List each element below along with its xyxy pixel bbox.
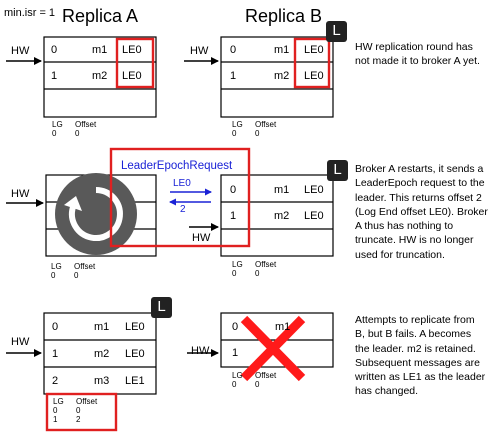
leader-icon: L: [157, 298, 166, 315]
log-epoch: LE0: [304, 184, 324, 196]
log-message: m2: [274, 210, 290, 222]
log-offset: 0: [51, 44, 58, 56]
step2-replica-b-log: [220, 174, 334, 257]
leader-badge-step3-a: L: [151, 297, 172, 318]
hw-label: HW: [190, 45, 209, 57]
step3-a-lg-highlight: [45, 392, 118, 432]
log-offset: 1: [230, 70, 237, 82]
response-offset-value: 2: [180, 204, 186, 215]
step2-description: Broker A restarts, it sends a LeaderEpoc…: [355, 163, 488, 261]
log-epoch: LE1: [125, 375, 145, 387]
log-offset: 0: [230, 184, 237, 196]
failure-cross-icon: [240, 315, 306, 382]
hw-label: HW: [192, 232, 211, 244]
log-message: m1: [274, 44, 290, 56]
log-offset: 1: [51, 70, 58, 82]
log-message: m2: [92, 70, 108, 82]
hw-label: HW: [11, 188, 30, 200]
log-epoch: LE0: [125, 321, 145, 333]
step1-replica-a-log: [43, 36, 157, 118]
log-epoch: LE0: [304, 70, 324, 82]
log-offset: 0: [232, 321, 239, 333]
log-message: m2: [94, 348, 110, 360]
log-epoch: LE0: [304, 210, 324, 222]
log-offset: 1: [232, 347, 239, 359]
hw-label: HW: [11, 45, 30, 57]
step1-b-epoch-highlight: [293, 37, 331, 89]
leader-icon: L: [333, 161, 342, 178]
leader-icon: L: [332, 22, 341, 39]
leader-badge-step2-b: L: [327, 160, 348, 181]
step1-replica-b-log: [220, 36, 334, 118]
leader-epoch-request-label: LeaderEpochRequest: [121, 160, 233, 172]
hw-label: HW: [191, 345, 210, 357]
log-message: m2: [274, 70, 290, 82]
replica-a-title: Replica A: [62, 6, 139, 26]
request-epoch-value: LE0: [173, 178, 191, 189]
min-isr-label: min.isr = 1: [4, 7, 56, 19]
log-message: m1: [92, 44, 108, 56]
step1-a-epoch-highlight: [115, 37, 155, 89]
log-message: m1: [274, 184, 290, 196]
log-message: m1: [275, 321, 291, 333]
restart-icon: [55, 173, 137, 255]
log-offset: 0: [52, 321, 59, 333]
log-offset: 0: [230, 44, 237, 56]
step1-description: HW replication round has not made it to …: [355, 41, 480, 68]
log-epoch: LE0: [304, 44, 324, 56]
log-offset: 1: [230, 210, 237, 222]
log-epoch: LE0: [125, 348, 145, 360]
log-message: m1: [94, 321, 110, 333]
replica-b-title: Replica B: [245, 6, 323, 26]
leader-badge-step1-b: L: [326, 21, 347, 42]
step3-description: Attempts to replicate from B, but B fail…: [355, 314, 486, 398]
log-epoch: LE0: [122, 70, 142, 82]
hw-label: HW: [11, 336, 30, 348]
log-offset: 2: [52, 375, 59, 387]
log-offset: 1: [52, 348, 59, 360]
log-epoch: LE0: [122, 44, 142, 56]
log-message: m3: [94, 375, 110, 387]
leader-epoch-request-box: [109, 147, 251, 248]
